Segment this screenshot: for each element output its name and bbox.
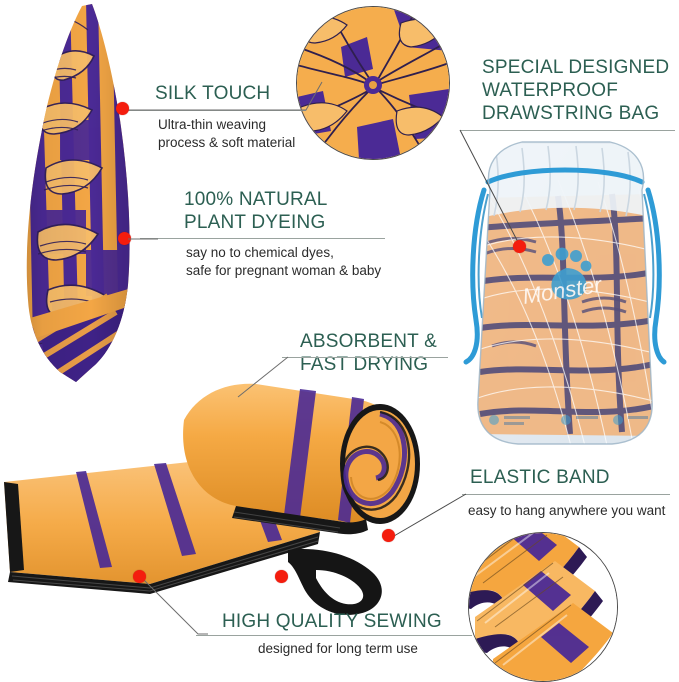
elastic-band-marker-dot: [382, 529, 395, 542]
drawstring-bag-heading: SPECIAL DESIGNED WATERPROOF DRAWSTRING B…: [482, 57, 670, 124]
detail-circle-folded-edges: [468, 532, 618, 682]
plant-dyeing-marker-dot: [118, 232, 131, 245]
drawstring-bag-rule: [460, 130, 675, 131]
silk-touch-marker-dot: [116, 102, 129, 115]
plant-dyeing-subtext: say no to chemical dyes, safe for pregna…: [186, 245, 382, 278]
rolled-and-folded-towel-image: [0, 372, 440, 624]
absorbent-heading: ABSORBENT & FAST DRYING: [300, 331, 437, 375]
sewing-rule: [196, 635, 472, 636]
absorbent-rule: [282, 357, 448, 358]
sewing-marker-dot-band: [275, 570, 288, 583]
sewing-heading: HIGH QUALITY SEWING: [222, 611, 442, 632]
drawstring-bag-marker-dot: [513, 240, 526, 253]
plant-dyeing-rule: [140, 238, 385, 239]
drawstring-bag-image: Monster: [462, 132, 667, 450]
plant-dyeing-heading: 100% NATURAL PLANT DYEING: [184, 189, 328, 233]
sewing-marker-dot: [133, 570, 146, 583]
hanging-towel-image: [0, 0, 152, 392]
sewing-subtext: designed for long term use: [258, 641, 418, 656]
silk-touch-rule: [128, 110, 306, 111]
silk-touch-heading: SILK TOUCH: [155, 83, 271, 104]
elastic-band-subtext: easy to hang anywhere you want: [468, 503, 666, 518]
elastic-band-rule: [462, 494, 670, 495]
elastic-band-heading: ELASTIC BAND: [470, 467, 610, 488]
silk-touch-subtext: Ultra-thin weaving process & soft materi…: [158, 117, 296, 150]
